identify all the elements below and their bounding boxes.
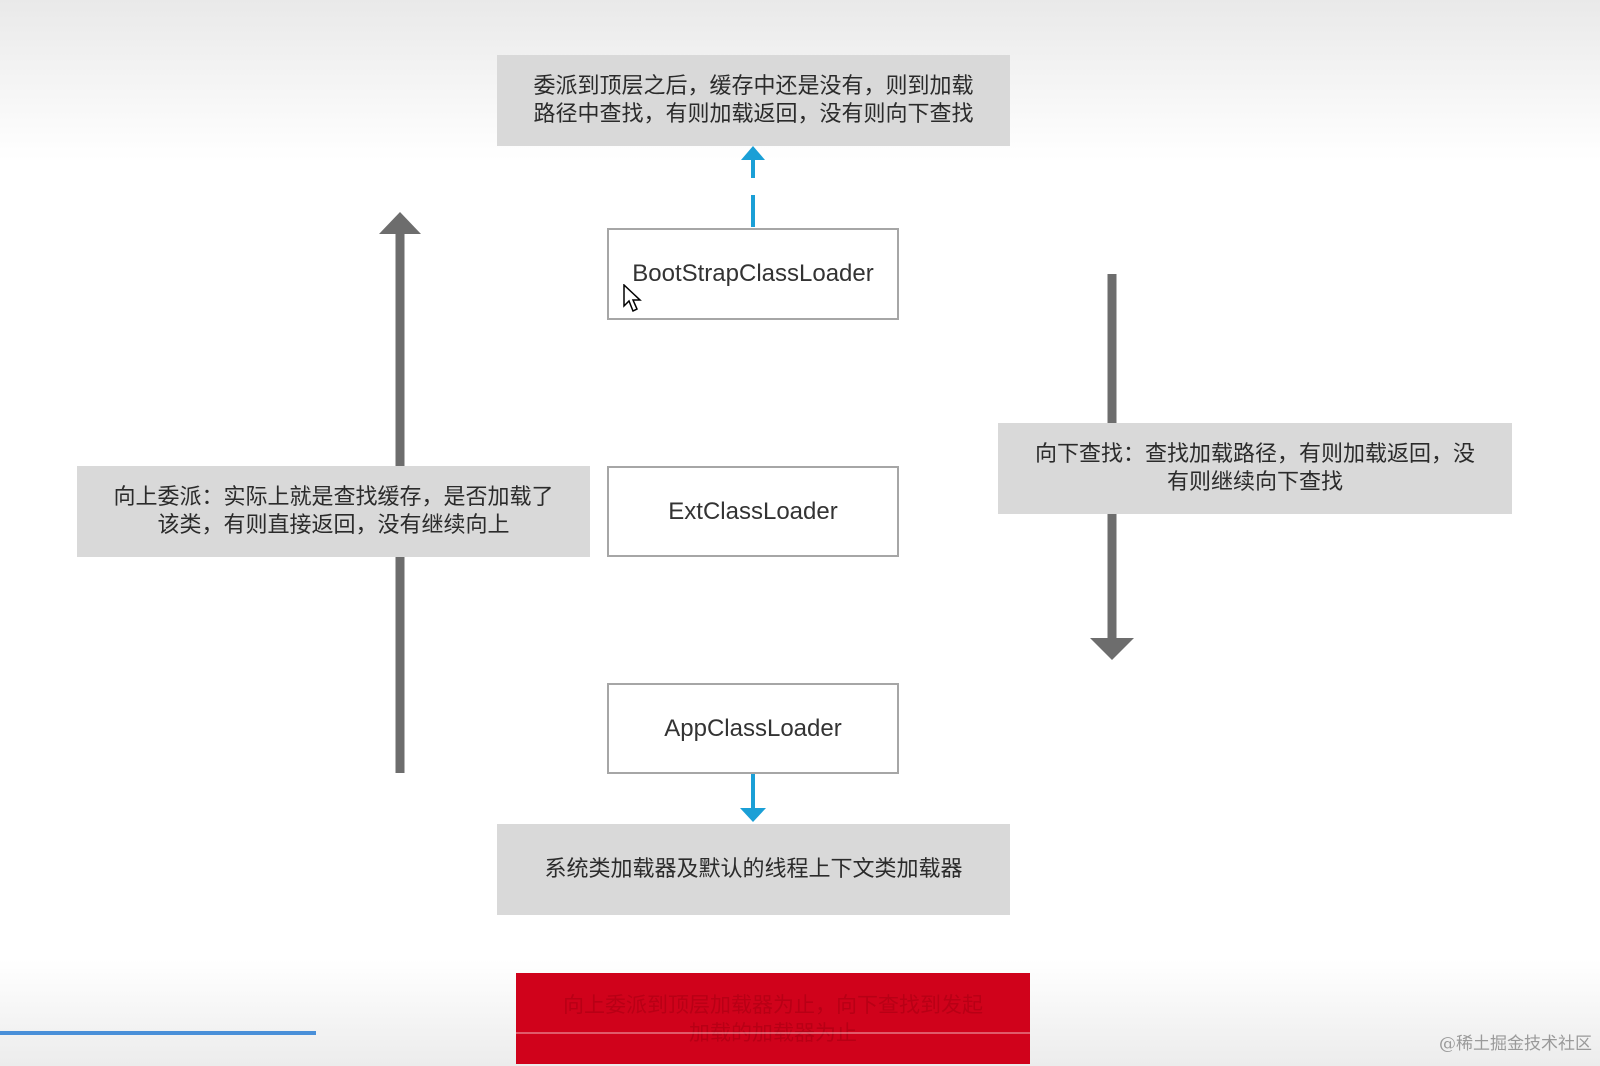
right-note-line1: 向下查找：查找加载路径，有则加载返回，没 xyxy=(1034,441,1475,467)
app-to-bottom-note-arrow xyxy=(740,774,766,822)
app-classloader-box: AppClassLoader xyxy=(607,683,899,774)
ext-classloader-box: ExtClassLoader xyxy=(607,466,899,557)
bootstrap-classloader-box: BootStrapClassLoader xyxy=(607,228,899,320)
ext-classloader-label: ExtClassLoader xyxy=(668,497,838,525)
summary-divider xyxy=(516,1032,1030,1034)
video-progress-bar[interactable] xyxy=(0,1031,316,1035)
summary-line2: 加载的加载器为止 xyxy=(689,1020,857,1045)
bottom-note-text: 系统类加载器及默认的线程上下文类加载器 xyxy=(544,856,963,882)
summary-banner: 向上委派到顶层加载器为止，向下查找到发起 加载的加载器为止 xyxy=(516,973,1030,1064)
system-classloader-note: 系统类加载器及默认的线程上下文类加载器 xyxy=(497,824,1010,915)
right-note-line2: 有则继续向下查找 xyxy=(1166,469,1343,495)
top-note: 委派到顶层之后，缓存中还是没有，则到加载 路径中查找，有则加载返回，没有则向下查… xyxy=(497,55,1010,146)
watermark: @稀土掘金技术社区 xyxy=(1439,1034,1592,1054)
left-note-line1: 向上委派：实际上就是查找缓存，是否加载了 xyxy=(113,484,554,510)
upward-delegation-note: 向上委派：实际上就是查找缓存，是否加载了 该类，有则直接返回，没有继续向上 xyxy=(77,466,590,557)
downward-search-note: 向下查找：查找加载路径，有则加载返回，没 有则继续向下查找 xyxy=(998,423,1512,514)
summary-line1: 向上委派到顶层加载器为止，向下查找到发起 xyxy=(563,992,983,1017)
app-classloader-label: AppClassLoader xyxy=(664,714,842,742)
top-note-line1: 委派到顶层之后，缓存中还是没有，则到加载 xyxy=(533,73,974,99)
left-note-line2: 该类，有则直接返回，没有继续向上 xyxy=(157,512,510,538)
bootstrap-classloader-label: BootStrapClassLoader xyxy=(632,260,874,287)
mouse-pointer-icon xyxy=(623,283,643,318)
top-note-line2: 路径中查找，有则加载返回，没有则向下查找 xyxy=(533,101,974,127)
bootstrap-to-top-note-arrow xyxy=(741,146,765,227)
